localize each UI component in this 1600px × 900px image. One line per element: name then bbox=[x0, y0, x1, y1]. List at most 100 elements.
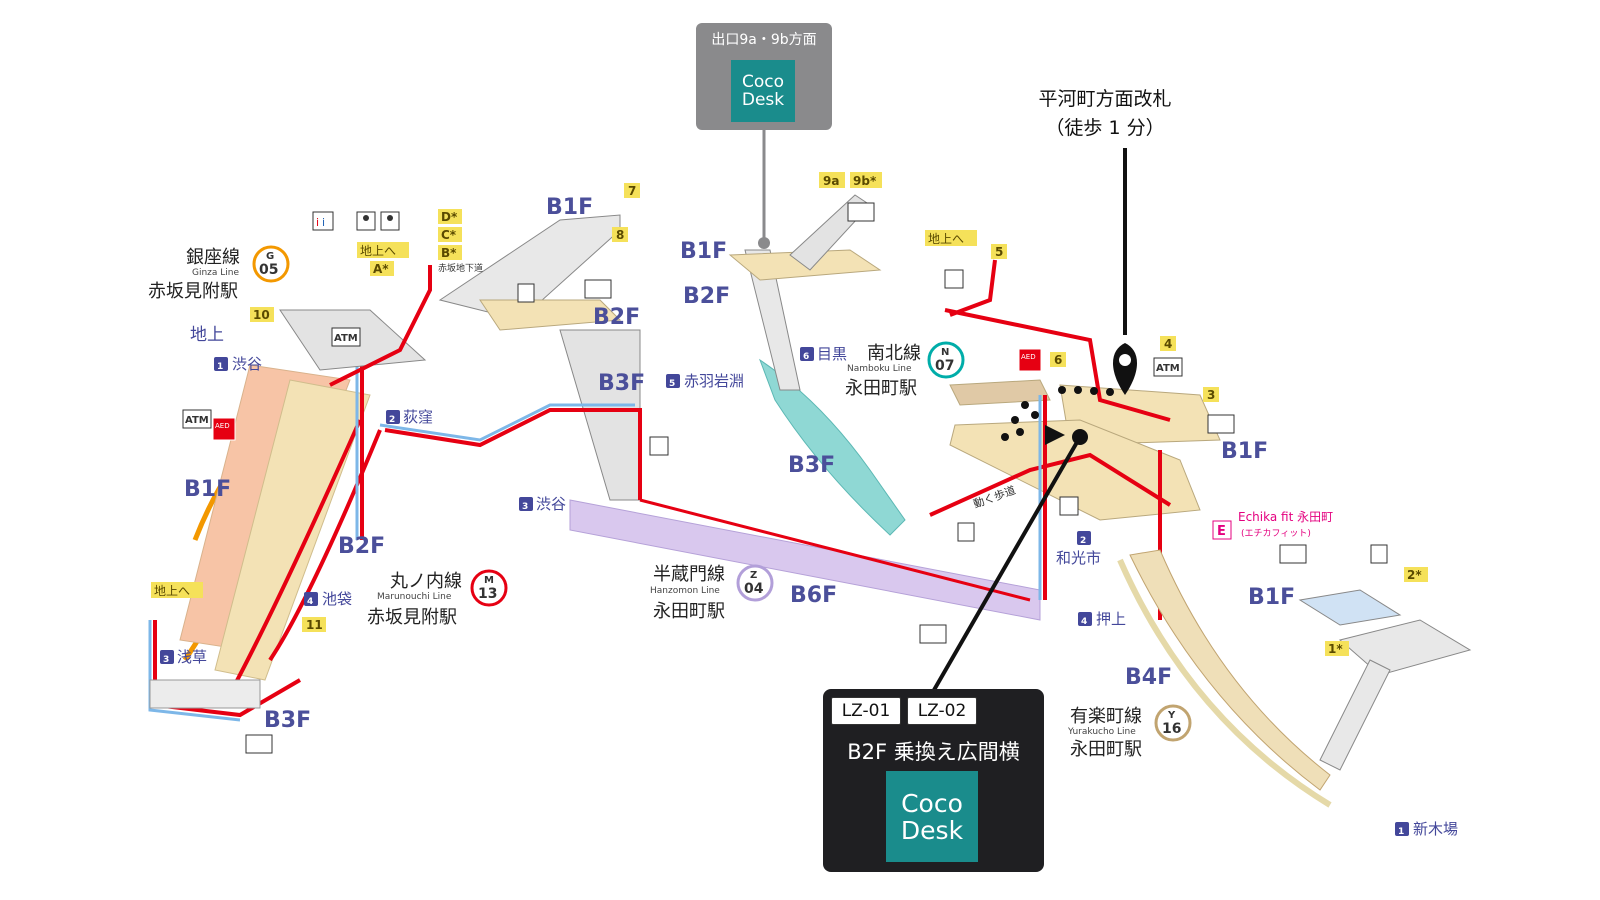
svg-text:i: i bbox=[322, 216, 325, 229]
svg-text:丸ノ内線: 丸ノ内線 bbox=[390, 571, 462, 592]
svg-text:07: 07 bbox=[935, 358, 954, 374]
phone-icon bbox=[517, 283, 535, 303]
station-yurakucho: 有楽町線 Yurakucho Line 永田町駅 Y 16 bbox=[1067, 704, 1192, 760]
route-blue-mid bbox=[379, 403, 635, 442]
namboku-platform bbox=[758, 358, 906, 536]
svg-text:Namboku Line: Namboku Line bbox=[847, 364, 912, 374]
exit-11: 11 bbox=[306, 618, 323, 632]
nagatacho-structure bbox=[929, 259, 1472, 808]
elevator-icon bbox=[649, 436, 669, 456]
marunouchi-track-1 bbox=[230, 419, 362, 691]
leader-bottom-dot bbox=[1072, 429, 1088, 445]
exit-4: 4 bbox=[1164, 337, 1172, 351]
phone-icon bbox=[1370, 544, 1388, 564]
booth-lz01[interactable]: LZ-01 bbox=[831, 697, 901, 725]
leader-top-dot bbox=[758, 237, 770, 249]
atm-icon: ATM bbox=[331, 327, 361, 347]
svg-text:Hanzomon Line: Hanzomon Line bbox=[650, 586, 720, 596]
floor-label: B2F bbox=[338, 534, 385, 559]
exit-10: 10 bbox=[253, 308, 270, 322]
svg-text:Echika fit 永田町: Echika fit 永田町 bbox=[1238, 510, 1333, 524]
baby-icon bbox=[356, 211, 376, 231]
svg-text:E: E bbox=[1217, 524, 1226, 539]
svg-text:ATM: ATM bbox=[1156, 363, 1180, 374]
aed-icon: AED bbox=[1018, 348, 1042, 372]
svg-text:ATM: ATM bbox=[185, 415, 209, 426]
elevator-icon bbox=[944, 269, 964, 289]
exit-a: A* bbox=[373, 262, 389, 276]
svg-text:渋谷: 渋谷 bbox=[232, 355, 262, 373]
route-red-b1f bbox=[944, 308, 1171, 422]
svg-text:南北線: 南北線 bbox=[867, 343, 921, 364]
svg-text:3: 3 bbox=[522, 502, 528, 512]
exit-3: 3 bbox=[1207, 388, 1215, 402]
svg-text:2: 2 bbox=[389, 415, 395, 425]
restroom-icon bbox=[245, 734, 273, 754]
escalator-down-left bbox=[559, 329, 641, 501]
restroom-icon bbox=[847, 202, 875, 222]
b3f-deck-left bbox=[149, 679, 261, 709]
floor-label: B2F bbox=[683, 284, 730, 309]
cocodesk-callout-b2f: LZ-01 LZ-02 B2F 乗換え広間横 Coco Desk bbox=[823, 689, 1044, 872]
svg-text:有楽町線: 有楽町線 bbox=[1070, 706, 1142, 727]
floor-label: B1F bbox=[546, 195, 593, 220]
cocodesk-logo-line2: Desk bbox=[900, 815, 964, 845]
svg-text:赤羽岩淵: 赤羽岩淵 bbox=[684, 372, 744, 390]
up-to-ground-label: 地上へ bbox=[154, 584, 190, 598]
restroom-icon bbox=[919, 624, 947, 644]
cocodesk-logo[interactable]: Coco Desk bbox=[731, 60, 795, 122]
akasaka-underpass-label: 赤坂地下道 bbox=[438, 262, 483, 274]
svg-text:13: 13 bbox=[478, 586, 497, 602]
dir-shibuya-hanzomon: 3 渋谷 bbox=[519, 495, 566, 513]
multipurpose-icon bbox=[380, 211, 400, 231]
svg-text:4: 4 bbox=[307, 597, 313, 607]
phone-icon bbox=[957, 522, 975, 542]
floor-label: B3F bbox=[264, 708, 311, 733]
floor-label: B1F bbox=[1221, 439, 1268, 464]
floor-label: B4F bbox=[1125, 665, 1172, 690]
exit-tags: 10 11 7 8 9a 9b* 5 4 3 6 2* 1* D* C* B* … bbox=[151, 172, 1428, 656]
svg-text:3: 3 bbox=[163, 655, 169, 665]
exit-5: 5 bbox=[995, 245, 1003, 259]
svg-text:04: 04 bbox=[744, 581, 764, 597]
exit-7: 7 bbox=[628, 184, 636, 198]
yurakucho-track bbox=[1117, 558, 1332, 808]
station-hanzomon: 半蔵門線 Hanzomon Line 永田町駅 Z 04 bbox=[650, 564, 774, 622]
svg-text:和光市: 和光市 bbox=[1056, 549, 1101, 567]
svg-text:押上: 押上 bbox=[1096, 610, 1126, 628]
cocodesk-logo[interactable]: Coco Desk bbox=[886, 771, 978, 862]
svg-text:AED: AED bbox=[215, 422, 230, 430]
svg-text:赤坂見附駅: 赤坂見附駅 bbox=[367, 607, 457, 628]
svg-text:永田町駅: 永田町駅 bbox=[653, 601, 725, 622]
location-pin-icon bbox=[1112, 343, 1138, 395]
cocodesk-callout-exit9: 出口9a・9b方面 Coco Desk bbox=[696, 23, 832, 130]
svg-text:永田町駅: 永田町駅 bbox=[845, 378, 917, 399]
restroom-icon bbox=[1207, 414, 1235, 434]
svg-text:ATM: ATM bbox=[334, 333, 358, 344]
svg-text:渋谷: 渋谷 bbox=[536, 495, 566, 513]
svg-text:AED: AED bbox=[1021, 353, 1036, 361]
svg-text:Marunouchi Line: Marunouchi Line bbox=[377, 592, 452, 602]
floor-label: B6F bbox=[790, 583, 837, 608]
floor-label: B1F bbox=[680, 239, 727, 264]
booth-lz02[interactable]: LZ-02 bbox=[907, 697, 977, 725]
gate-label: 平河町方面改札 （徒歩 1 分） bbox=[1010, 85, 1200, 143]
transfer-route-dots bbox=[1001, 386, 1114, 441]
walkway-bottom-left-blue bbox=[148, 620, 241, 722]
floor-label: B1F bbox=[1248, 585, 1295, 610]
cocodesk-logo-line1: Coco bbox=[901, 788, 963, 818]
svg-text:1: 1 bbox=[217, 362, 223, 372]
svg-text:1: 1 bbox=[1398, 827, 1404, 837]
marunouchi-platform bbox=[214, 379, 371, 681]
aed-icon: AED bbox=[212, 417, 236, 441]
route-red-mid bbox=[384, 408, 642, 500]
stair-far-right bbox=[1338, 619, 1472, 676]
